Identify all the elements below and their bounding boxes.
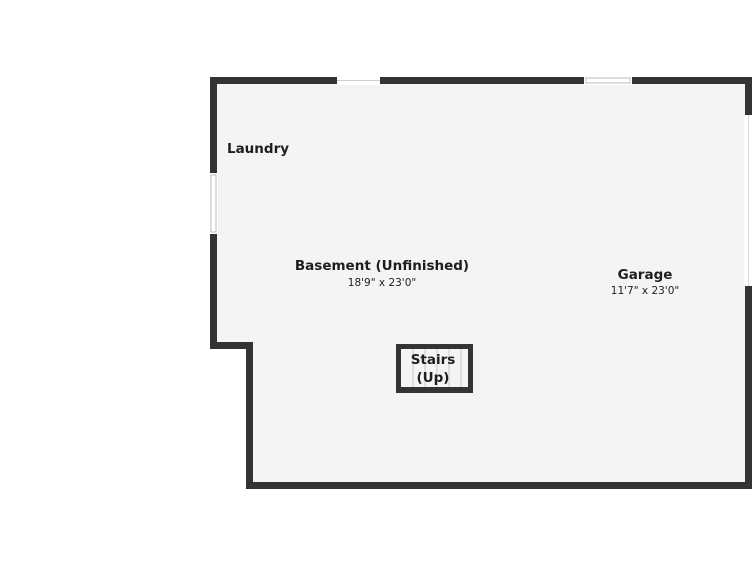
room-label-garage: Garage: [618, 267, 673, 283]
room-dimensions-garage: 11'7" x 23'0": [611, 285, 679, 297]
room-label-basement: Basement (Unfinished): [295, 258, 469, 274]
stairs: Stairs (Up): [396, 344, 473, 393]
floor-area: [214, 81, 750, 485]
left-window: [209, 173, 218, 234]
stairs-label-line2: (Up): [417, 370, 450, 386]
room-label-laundry: Laundry: [227, 141, 289, 157]
top-window-right-frame: [585, 77, 631, 84]
stairs-inner: [401, 349, 468, 387]
top-window-right: [584, 76, 632, 85]
room-dimensions-basement: 18'9" x 23'0": [348, 277, 416, 289]
left-window-frame: [210, 174, 217, 233]
stairs-label-line1: Stairs: [411, 352, 456, 368]
